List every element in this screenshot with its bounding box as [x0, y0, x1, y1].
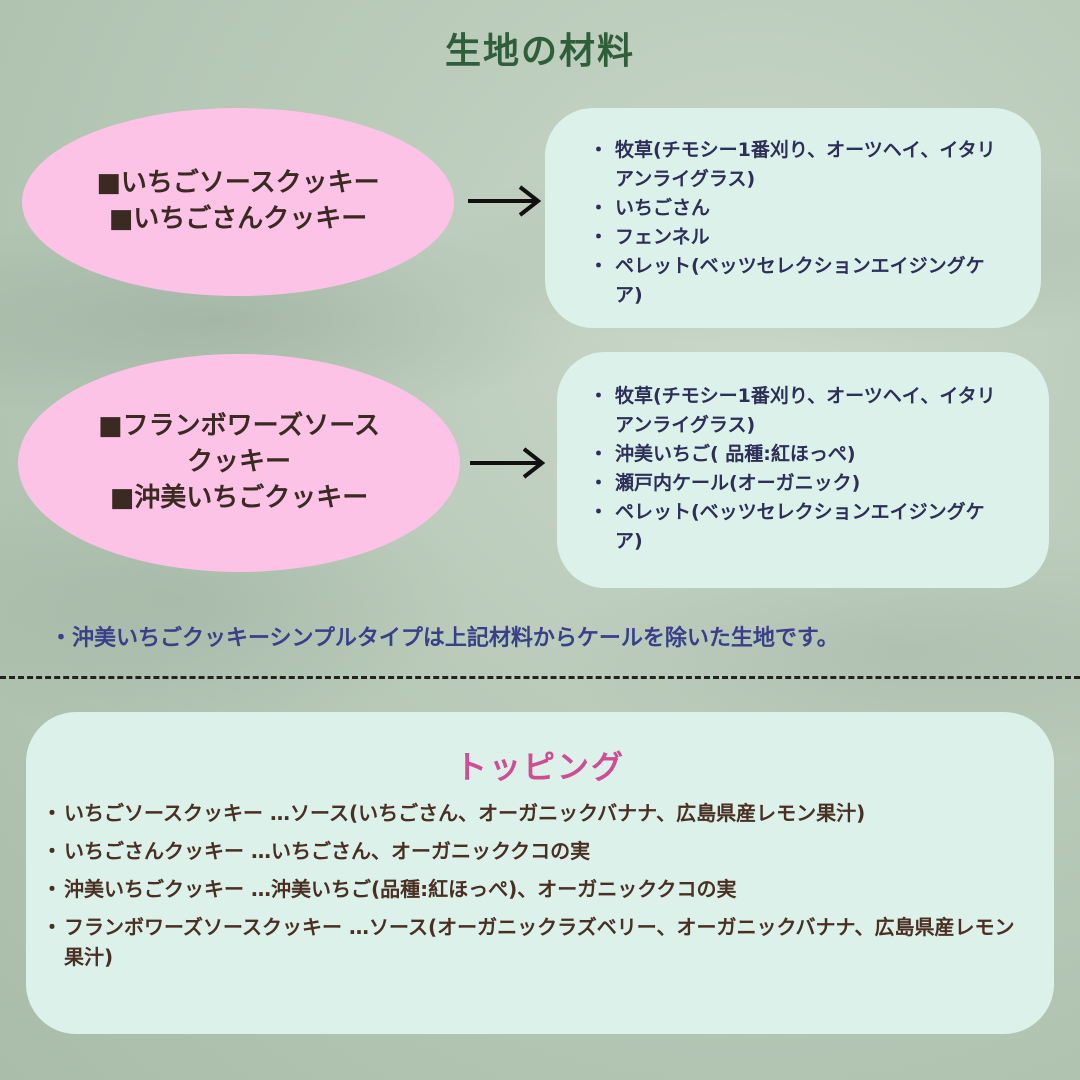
- product-name: ■フランボワーズソース: [98, 411, 380, 442]
- product-name: ■沖美いちごクッキー: [109, 482, 369, 513]
- ingredient-item: フェンネル: [589, 223, 997, 252]
- topping-item: フランボワーズソースクッキー …ソース(オーガニックラズベリー、オーガニックバナ…: [42, 912, 1020, 972]
- ingredient-item: 瀬戸内ケール(オーガニック): [589, 469, 997, 498]
- ingredient-card-2: 牧草(チモシー1番刈り、オーツヘイ、イタリアンライグラス) 沖美いちご( 品種:…: [557, 352, 1049, 588]
- page-title: 生地の材料: [444, 31, 635, 72]
- topping-card: トッピング いちごソースクッキー …ソース(いちごさん、オーガニックバナナ、広島…: [26, 712, 1054, 1034]
- dashed-divider: [0, 676, 1080, 679]
- arrow-right-icon: [468, 185, 542, 217]
- product-name: ■いちごさんクッキー: [108, 204, 368, 234]
- topping-item: いちごソースクッキー …ソース(いちごさん、オーガニックバナナ、広島県産レモン果…: [42, 798, 1020, 828]
- ingredient-item: 沖美いちご( 品種:紅ほっぺ): [589, 440, 997, 469]
- ingredient-item: 牧草(チモシー1番刈り、オーツヘイ、イタリアンライグラス): [589, 382, 997, 440]
- topping-item: 沖美いちごクッキー …沖美いちご(品種:紅ほっぺ)、オーガニッククコの実: [42, 874, 1020, 904]
- product-name: ■いちごソースクッキー: [96, 168, 380, 199]
- simple-type-note: ・沖美いちごクッキーシンプルタイプは上記材料からケールを除いた生地です。: [50, 626, 839, 651]
- ingredient-card-1: 牧草(チモシー1番刈り、オーツヘイ、イタリアンライグラス) いちごさん フェンネ…: [545, 108, 1041, 328]
- ingredient-item: いちごさん: [589, 194, 997, 223]
- topping-item: いちごさんクッキー …いちごさん、オーガニッククコの実: [42, 836, 1020, 866]
- ingredient-item: ペレット(ベッツセレクションエイジングケア): [589, 498, 997, 556]
- ingredient-item: ペレット(ベッツセレクションエイジングケア): [589, 252, 997, 310]
- product-name: クッキー: [186, 447, 291, 478]
- product-oval-1: ■いちごソースクッキー ■いちごさんクッキー: [22, 108, 454, 296]
- arrow-right-icon: [470, 447, 546, 479]
- ingredient-item: 牧草(チモシー1番刈り、オーツヘイ、イタリアンライグラス): [589, 136, 997, 194]
- topping-title: トッピング: [454, 748, 625, 786]
- product-oval-2: ■フランボワーズソース クッキー ■沖美いちごクッキー: [18, 354, 460, 572]
